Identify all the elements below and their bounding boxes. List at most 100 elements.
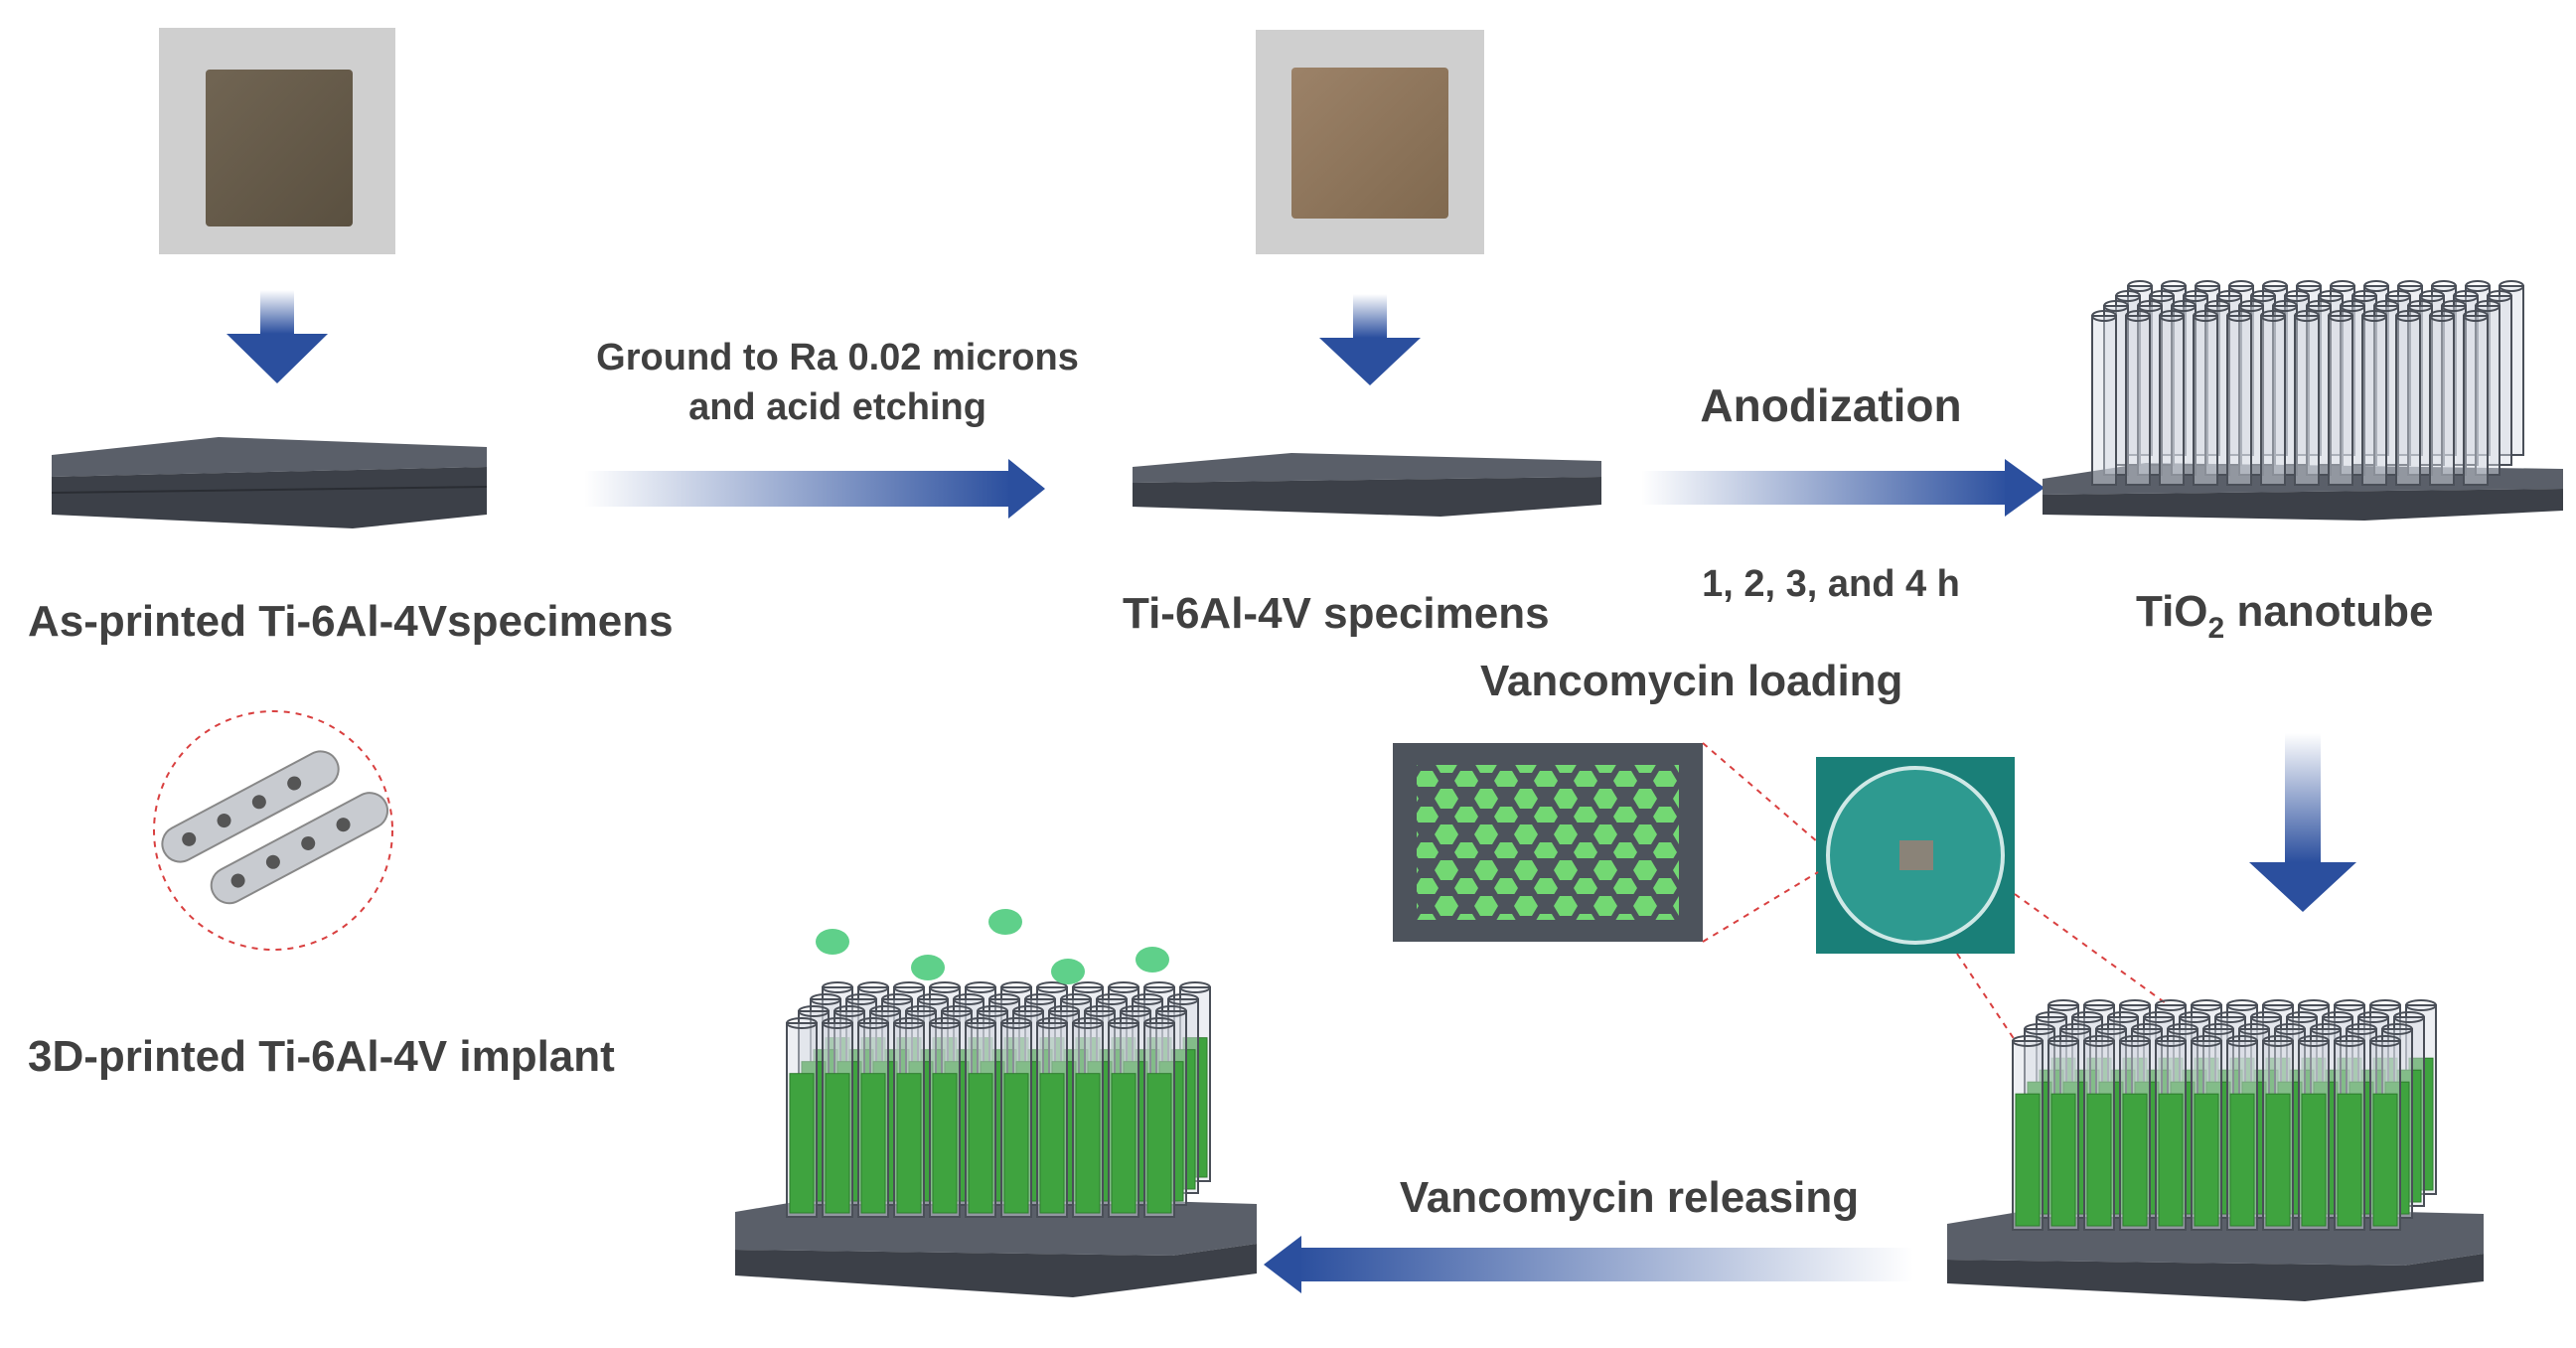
hexagon-cross-section xyxy=(1393,743,1703,942)
nanotube-rim xyxy=(2262,999,2294,1011)
down-arrow-3 xyxy=(2249,733,2356,912)
nanotube-rim xyxy=(2195,280,2220,292)
nanotube-rim xyxy=(2083,999,2115,1011)
nanotube-rim xyxy=(2238,300,2264,312)
nanotube-rim xyxy=(2226,310,2252,322)
nanotube-rim xyxy=(2487,290,2512,302)
drug-fill xyxy=(968,1073,993,1214)
nanotube-rim xyxy=(2453,290,2479,302)
drug-fill xyxy=(2229,1093,2255,1227)
nanotube xyxy=(2294,315,2320,486)
nanotube xyxy=(2361,315,2387,486)
as-printed-label: As-printed Ti-6Al-4Vspecimens xyxy=(28,597,674,646)
nanotube-rim xyxy=(1012,1005,1044,1017)
nanotube-rim xyxy=(2363,280,2389,292)
nanotube-rim xyxy=(953,993,985,1005)
nanotube-rim xyxy=(2334,999,2365,1011)
specimen-plate-icon xyxy=(1133,453,1601,517)
down-arrow-1 xyxy=(227,290,328,383)
nanotube-rim xyxy=(1048,1005,1080,1017)
anodization-label: Anodization xyxy=(1700,379,1961,431)
loading-label: Vancomycin loading xyxy=(1480,657,1902,705)
releasing-array-icon xyxy=(735,981,1257,1297)
nanotube-rim xyxy=(1179,981,1211,993)
as-printed-plate-icon xyxy=(51,437,488,528)
nanotube-rim xyxy=(2296,280,2322,292)
nanotube-rim xyxy=(2149,290,2175,302)
nanotube-rim xyxy=(905,1005,937,1017)
nanotube-rim xyxy=(2373,300,2399,312)
nanotube xyxy=(2125,315,2151,486)
implant-label: 3D-printed Ti-6Al-4V implant xyxy=(28,1032,615,1081)
nanotube-rim xyxy=(2298,1035,2330,1047)
nanotube-rim xyxy=(2346,1023,2377,1035)
nanotube-rim xyxy=(2161,280,2187,292)
zoom-lines xyxy=(1702,742,2167,1044)
nanotube-rim xyxy=(1132,993,1163,1005)
nanotube-rim xyxy=(929,981,961,993)
releasing-label: Vancomycin releasing xyxy=(1400,1173,1859,1222)
nanotube-rim xyxy=(917,993,949,1005)
nanotube-rim xyxy=(1024,993,1056,1005)
nanotube-rim xyxy=(2119,1035,2151,1047)
drug-fill xyxy=(2122,1093,2148,1227)
nanotube xyxy=(2159,315,2185,486)
nanotube-rim xyxy=(2059,1023,2091,1035)
nanotube-rim xyxy=(2407,300,2433,312)
nanotube-rim xyxy=(2272,300,2298,312)
nanotube-rim xyxy=(822,981,853,993)
as-printed-photo xyxy=(159,28,395,254)
nanotube-rim xyxy=(2191,999,2222,1011)
nanotube-rim xyxy=(2499,280,2524,292)
nanotube-rim xyxy=(2171,300,2197,312)
nanotube-rim xyxy=(845,993,877,1005)
nanotube-rim xyxy=(2012,1035,2044,1047)
nanotube-rim xyxy=(965,981,996,993)
nanotube-rim xyxy=(2465,280,2491,292)
nanotube-rim xyxy=(2137,300,2163,312)
nanotube-rim xyxy=(833,1005,865,1017)
nanotube-rim xyxy=(2298,999,2330,1011)
nanotube-rim xyxy=(941,1005,973,1017)
nanotube-rim xyxy=(2381,1023,2413,1035)
nanotube-rim xyxy=(1155,1005,1187,1017)
petri-dish-photo xyxy=(1816,757,2015,954)
down-arrow-2 xyxy=(1319,294,1421,385)
specimens-label: Ti-6Al-4V specimens xyxy=(1123,589,1550,638)
nanotube-rim xyxy=(2179,1011,2210,1023)
nanotube-rim xyxy=(2405,999,2437,1011)
drug-fill xyxy=(1003,1073,1029,1214)
nanotube-rim xyxy=(1072,981,1104,993)
nanotube-rim xyxy=(2127,280,2153,292)
nanotube-rim xyxy=(2226,1035,2258,1047)
nanotube-rim xyxy=(2306,300,2332,312)
loaded-array-icon xyxy=(1947,999,2484,1301)
nanotube-rim xyxy=(2330,280,2355,292)
nanotube-rim xyxy=(2155,1035,2187,1047)
nanotube-rim xyxy=(822,1017,853,1029)
nanotube-rim xyxy=(1108,981,1139,993)
released-drug-dots xyxy=(816,909,1169,984)
grinding-arrow xyxy=(584,459,1045,519)
nanotube-rim xyxy=(2103,300,2129,312)
nanotube-rim xyxy=(1000,1017,1032,1029)
drug-fill xyxy=(825,1073,850,1214)
nanotube-rim xyxy=(2441,300,2467,312)
nanotube-rim xyxy=(1072,1017,1104,1029)
nanotube-rim xyxy=(1084,1005,1116,1017)
nanotube-rim xyxy=(2419,290,2445,302)
nanotube-rim xyxy=(869,1005,901,1017)
nanotube-label: TiO2 nanotube xyxy=(2136,587,2433,645)
nanotube-rim xyxy=(2395,310,2421,322)
nanotube-rim xyxy=(2202,1023,2234,1035)
nanotube-array-icon xyxy=(2043,280,2563,521)
nanotube-rim xyxy=(2238,1023,2270,1035)
drug-fill xyxy=(789,1073,815,1214)
nanotube xyxy=(2429,315,2455,486)
nanotube-rim xyxy=(2369,1035,2401,1047)
nanotube-rim xyxy=(1167,993,1199,1005)
nanotube-rim xyxy=(2340,300,2365,312)
nanotube-rim xyxy=(2167,1023,2198,1035)
nanotube-rim xyxy=(2191,1035,2222,1047)
